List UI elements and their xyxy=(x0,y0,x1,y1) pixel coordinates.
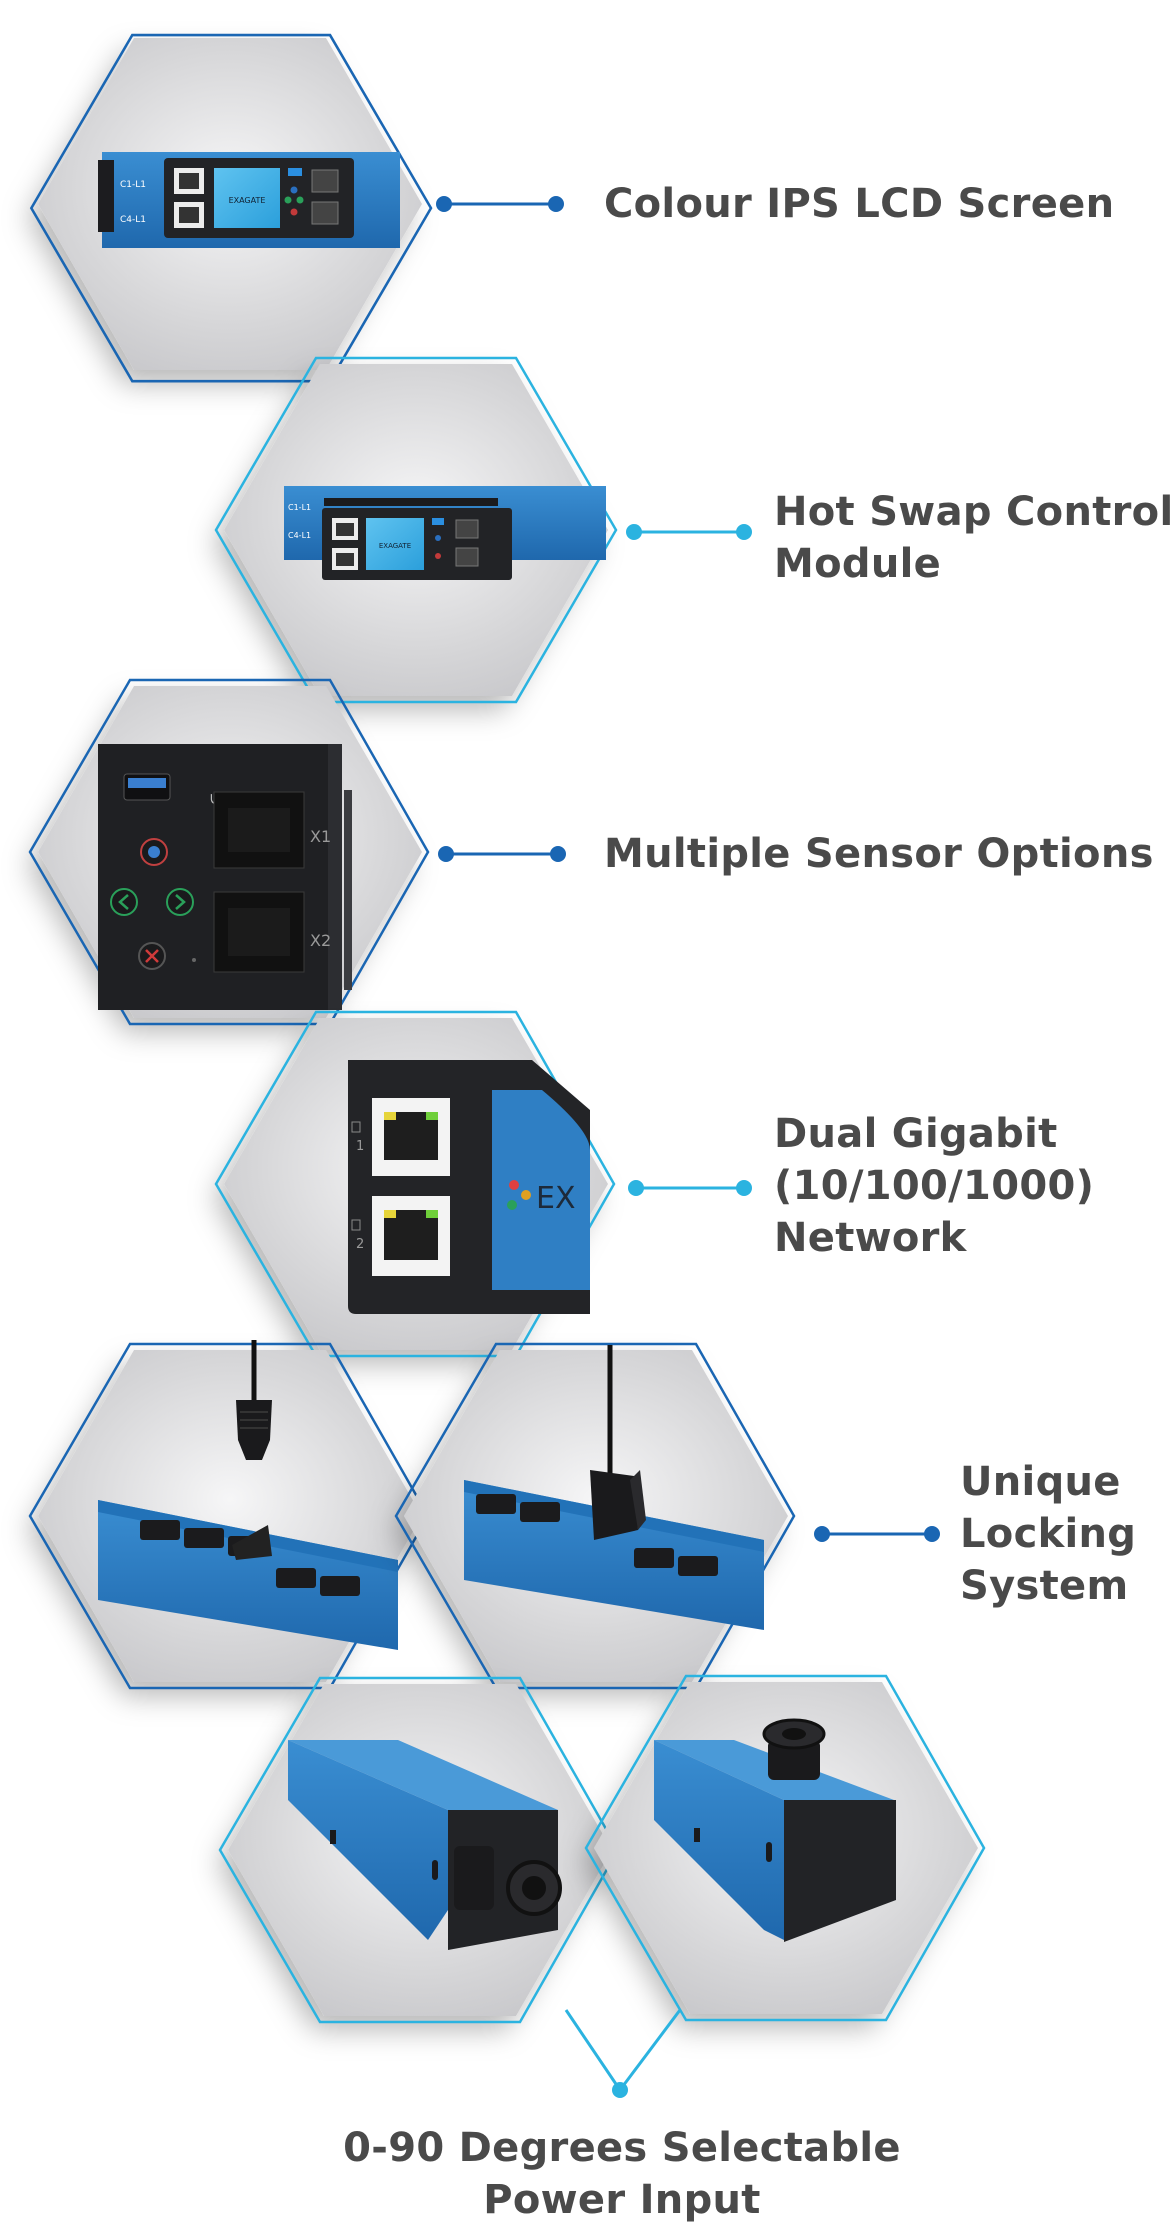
hex-hotswap-outline xyxy=(214,356,618,704)
connector-power xyxy=(564,2009,682,2098)
connector-locking xyxy=(814,1526,940,1542)
ethernet-icon xyxy=(351,1121,361,1133)
circuit-label-b: C4-L1 xyxy=(288,531,311,540)
locked-plug xyxy=(590,1470,638,1540)
hex-network: EX 1 2 xyxy=(214,1010,616,1358)
hex-hot-swap: C1-L1 C4-L1 EXAGATE xyxy=(214,356,618,704)
hex-lcd-screen: C1-L1 C4-L1 EXAGATE xyxy=(29,33,433,383)
lcd-brand-text: EXAGATE xyxy=(229,196,266,205)
label-lcd-line-1: Colour IPS LCD Screen xyxy=(604,181,1115,227)
circuit-label-a: C1-L1 xyxy=(120,180,146,190)
label-power-line-2: Power Input xyxy=(483,2177,761,2223)
lcd-brand-text: EXAGATE xyxy=(379,542,411,550)
rj45-port-icon xyxy=(311,169,339,193)
hex-power-left-outline xyxy=(218,1676,620,2024)
label-power-line-1: 0-90 Degrees Selectable xyxy=(343,2125,901,2171)
label-network-line-2: (10/100/1000) xyxy=(774,1163,1095,1209)
connector-network xyxy=(628,1180,752,1196)
port-label-x1: X1 xyxy=(310,827,331,846)
label-locking-line-1: Unique xyxy=(960,1459,1121,1505)
pdu-endcap xyxy=(784,1800,896,1942)
label-hotswap-line-2: Module xyxy=(774,541,942,587)
cable-gland xyxy=(768,1740,820,1780)
rj45-port-icon xyxy=(455,519,479,539)
label-network-line-3: Network xyxy=(774,1215,967,1261)
pdu-end-panel xyxy=(492,1090,590,1290)
circuit-label-a: C1-L1 xyxy=(288,503,311,512)
usb-icon xyxy=(432,518,444,525)
pdu-body xyxy=(654,1740,784,1940)
arrow-left-icon xyxy=(110,888,138,916)
label-lcd-screen: Colour IPS LCD Screen xyxy=(604,178,1114,230)
hex-power-left xyxy=(218,1676,620,2024)
label-network: Dual Gigabit (10/100/1000) Network xyxy=(774,1108,1094,1264)
circuit-label-b: C4-L1 xyxy=(120,215,146,225)
usb-icon xyxy=(288,168,302,176)
power-plug xyxy=(236,1400,272,1460)
rj45-port-icon xyxy=(455,547,479,567)
lcd-screen xyxy=(214,168,280,228)
network-port-label-2: 2 xyxy=(356,1237,364,1252)
connector-lcd xyxy=(436,196,564,212)
hex-locking-right xyxy=(394,1342,796,1690)
rj45-port-icon xyxy=(311,201,339,225)
connector-hotswap xyxy=(626,524,752,540)
hex-power-right xyxy=(584,1674,986,2022)
connector-sensor xyxy=(438,846,566,862)
port-label-x2: X2 xyxy=(310,931,331,950)
pdu-body xyxy=(288,1740,448,1940)
cable-gland xyxy=(454,1846,494,1910)
label-locking-line-2: Locking xyxy=(960,1511,1137,1557)
label-power-input: 0-90 Degrees Selectable Power Input xyxy=(272,2122,972,2226)
network-port-label-1: 1 xyxy=(356,1139,364,1154)
ethernet-icon xyxy=(351,1219,361,1231)
hex-sensor-options: ⍦ X1 X2 xyxy=(28,678,430,1026)
label-locking-line-3: System xyxy=(960,1563,1129,1609)
label-locking-system: Unique Locking System xyxy=(960,1456,1136,1612)
pdu-brand-text: EX xyxy=(536,1181,576,1216)
hex-locking-left xyxy=(28,1340,430,1690)
label-hotswap-line-1: Hot Swap Control xyxy=(774,489,1174,535)
label-sensor-options: Multiple Sensor Options xyxy=(604,828,1154,880)
label-sensor-line-1: Multiple Sensor Options xyxy=(604,831,1154,877)
lcd-screen xyxy=(366,518,424,570)
arrow-right-icon xyxy=(166,888,194,916)
hex-power-right-outline xyxy=(584,1674,986,2022)
label-hot-swap: Hot Swap Control Module xyxy=(774,486,1173,590)
label-network-line-1: Dual Gigabit xyxy=(774,1111,1058,1157)
